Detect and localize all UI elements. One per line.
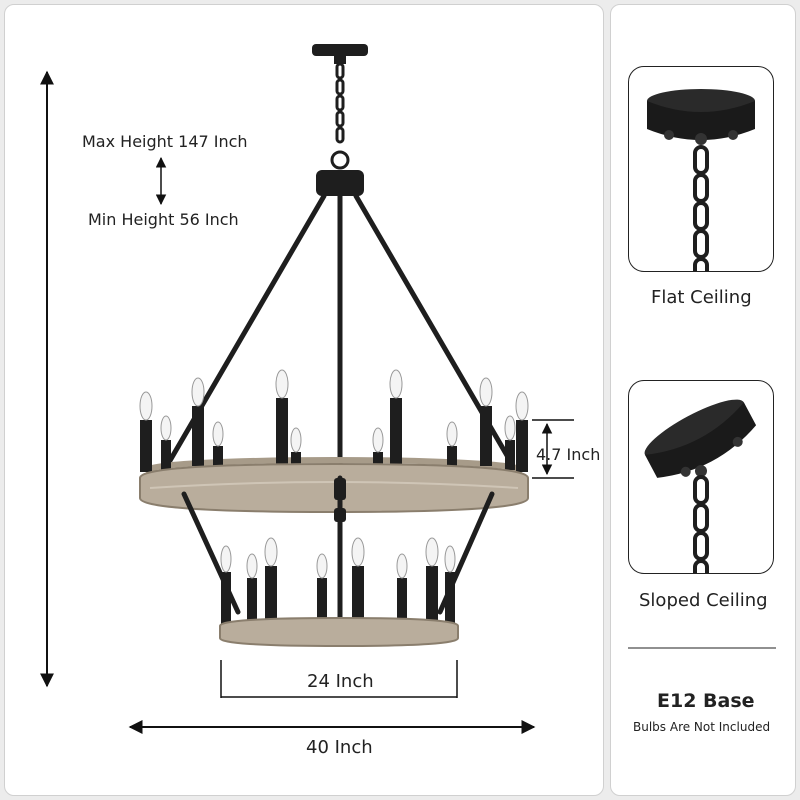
flat-ceiling-label: Flat Ceiling xyxy=(651,287,752,308)
candle-height-bracket xyxy=(532,419,574,479)
center-hub xyxy=(316,170,364,196)
flat-ceiling-inset xyxy=(628,66,774,272)
bulb-note: Bulbs Are Not Included xyxy=(633,720,771,734)
product-image-panel xyxy=(4,4,604,796)
bulb-base-title: E12 Base xyxy=(657,690,755,712)
sloped-canopy-icon xyxy=(644,399,757,573)
overall-width-label: 40 Inch xyxy=(306,737,373,758)
bottom-ring-width-label: 24 Inch xyxy=(307,671,374,692)
bottom-ring-width-bracket xyxy=(220,660,458,698)
min-height-label: Min Height 56 Inch xyxy=(88,210,239,229)
flat-canopy-icon xyxy=(647,89,755,271)
candle-height-label: 4.7 Inch xyxy=(536,445,601,464)
lower-ring xyxy=(219,616,459,648)
canopy xyxy=(312,44,368,64)
sloped-ceiling-inset xyxy=(628,380,774,574)
sloped-ceiling-label: Sloped Ceiling xyxy=(639,590,768,611)
chain xyxy=(330,62,350,170)
max-height-label: Max Height 147 Inch xyxy=(82,132,248,151)
lower-candles xyxy=(220,537,456,624)
